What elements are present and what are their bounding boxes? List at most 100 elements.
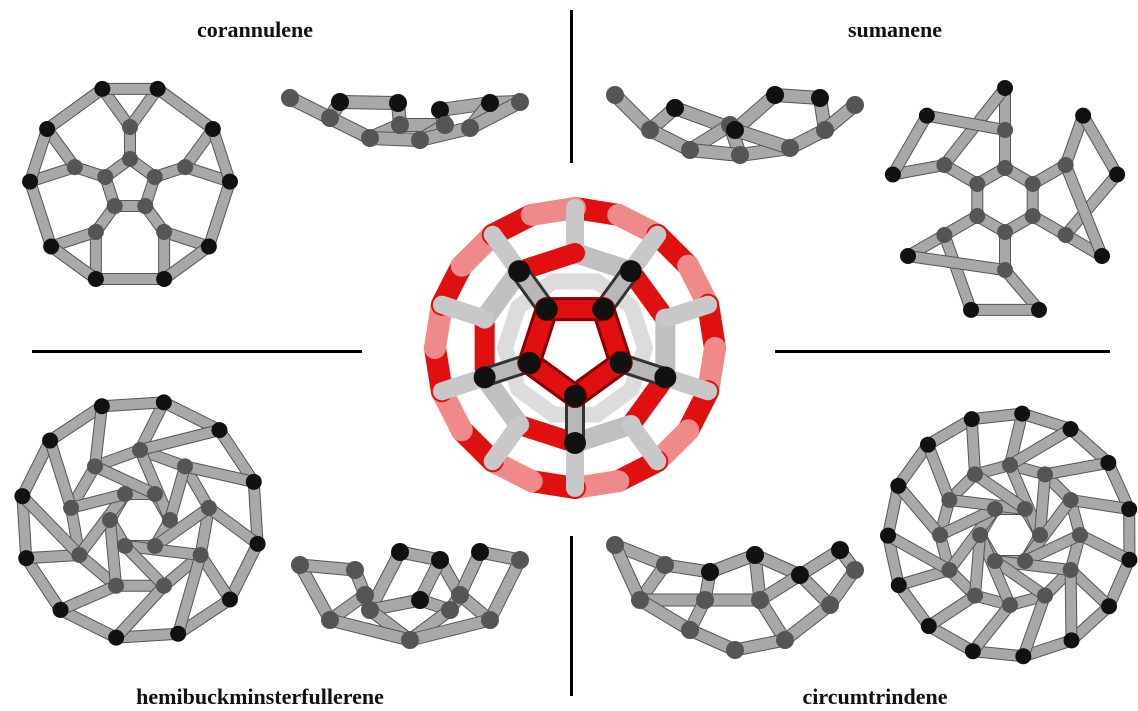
atom-rim bbox=[43, 238, 60, 255]
atom-inner bbox=[681, 141, 699, 159]
atom-rim bbox=[211, 422, 228, 439]
bond bbox=[55, 604, 122, 643]
atom-rim bbox=[1063, 632, 1080, 649]
bond bbox=[17, 435, 56, 502]
bond bbox=[464, 96, 526, 134]
atom-rim bbox=[221, 173, 238, 190]
atom-rim bbox=[1121, 501, 1138, 518]
atom-rim bbox=[997, 80, 1013, 96]
bond bbox=[893, 565, 955, 591]
atom-inner bbox=[1032, 527, 1048, 543]
bond bbox=[1065, 565, 1077, 646]
atom-rim bbox=[411, 591, 429, 609]
atom-inner bbox=[106, 198, 123, 215]
bond bbox=[17, 491, 85, 560]
bond bbox=[96, 397, 169, 412]
bond bbox=[1018, 590, 1050, 662]
bond bbox=[173, 594, 235, 639]
atom-rim bbox=[431, 101, 449, 119]
atom-rim bbox=[1109, 166, 1126, 183]
bond bbox=[120, 540, 206, 560]
atom-rim bbox=[1101, 598, 1118, 615]
atom-rim bbox=[156, 270, 173, 287]
atom-inner bbox=[1057, 227, 1074, 243]
bond bbox=[1040, 457, 1114, 480]
atom-rim bbox=[890, 577, 907, 594]
bond bbox=[893, 439, 933, 491]
atom-inner bbox=[162, 512, 178, 528]
atom-inner bbox=[451, 586, 469, 604]
bond bbox=[634, 594, 696, 636]
bond bbox=[120, 540, 169, 591]
bond bbox=[1018, 635, 1077, 662]
bond bbox=[66, 489, 130, 513]
bond bbox=[883, 530, 904, 591]
bond bbox=[179, 461, 259, 487]
bond bbox=[1065, 565, 1115, 612]
atom-inner bbox=[1062, 562, 1079, 578]
bond bbox=[966, 414, 980, 480]
c60-link-bond bbox=[656, 295, 718, 328]
bond bbox=[165, 461, 190, 525]
bond bbox=[324, 614, 416, 646]
bond bbox=[1035, 469, 1050, 540]
bond bbox=[90, 401, 107, 472]
atom-inner bbox=[1037, 587, 1053, 604]
atom-inner bbox=[192, 547, 209, 563]
bond bbox=[45, 401, 107, 446]
bond bbox=[135, 397, 169, 455]
atom-inner bbox=[1024, 176, 1041, 192]
label-sumanene: sumanene bbox=[847, 17, 943, 42]
atom-inner bbox=[71, 547, 88, 563]
bond bbox=[1020, 530, 1085, 566]
divider-right-horizontal bbox=[775, 350, 1110, 353]
atom-inner bbox=[356, 586, 374, 604]
atom-inner bbox=[176, 458, 193, 475]
divider-top-vertical bbox=[570, 10, 573, 163]
atom-rim bbox=[920, 618, 937, 635]
atom-rim bbox=[42, 432, 59, 449]
bond bbox=[1078, 110, 1123, 180]
c60-atom bbox=[535, 298, 558, 321]
atom-rim bbox=[1093, 248, 1110, 264]
bond bbox=[135, 445, 175, 525]
atom-inner bbox=[969, 176, 986, 192]
atom-rim bbox=[1100, 454, 1117, 471]
atom-rim bbox=[87, 270, 104, 287]
bond bbox=[224, 538, 263, 605]
atom-inner bbox=[941, 562, 958, 578]
atom-inner bbox=[987, 552, 1003, 569]
atom-rim bbox=[52, 601, 69, 618]
atom-inner bbox=[511, 551, 529, 569]
atom-inner bbox=[967, 587, 983, 604]
atom-rim bbox=[701, 563, 719, 581]
atom-rim bbox=[18, 550, 35, 567]
atom-inner bbox=[606, 86, 624, 104]
bond bbox=[214, 425, 259, 487]
atom-rim bbox=[918, 107, 935, 124]
label-circumtrindene: circumtrindene bbox=[802, 684, 948, 709]
atom-rim bbox=[791, 566, 809, 584]
atom-rim bbox=[389, 94, 407, 112]
atom-rim bbox=[149, 80, 166, 97]
atom-inner bbox=[1002, 457, 1018, 473]
bond bbox=[883, 480, 904, 541]
bond bbox=[55, 580, 122, 615]
atom-rim bbox=[331, 93, 349, 111]
bond bbox=[150, 502, 214, 551]
bond bbox=[923, 590, 980, 632]
bond bbox=[893, 580, 934, 632]
bond bbox=[1005, 408, 1028, 470]
atom-inner bbox=[361, 601, 379, 619]
atom-inner bbox=[461, 119, 479, 137]
bond bbox=[404, 614, 496, 646]
atom-inner bbox=[1057, 157, 1074, 173]
atom-rim bbox=[431, 551, 449, 569]
atom-inner bbox=[1072, 527, 1088, 543]
atom-inner bbox=[117, 537, 133, 554]
